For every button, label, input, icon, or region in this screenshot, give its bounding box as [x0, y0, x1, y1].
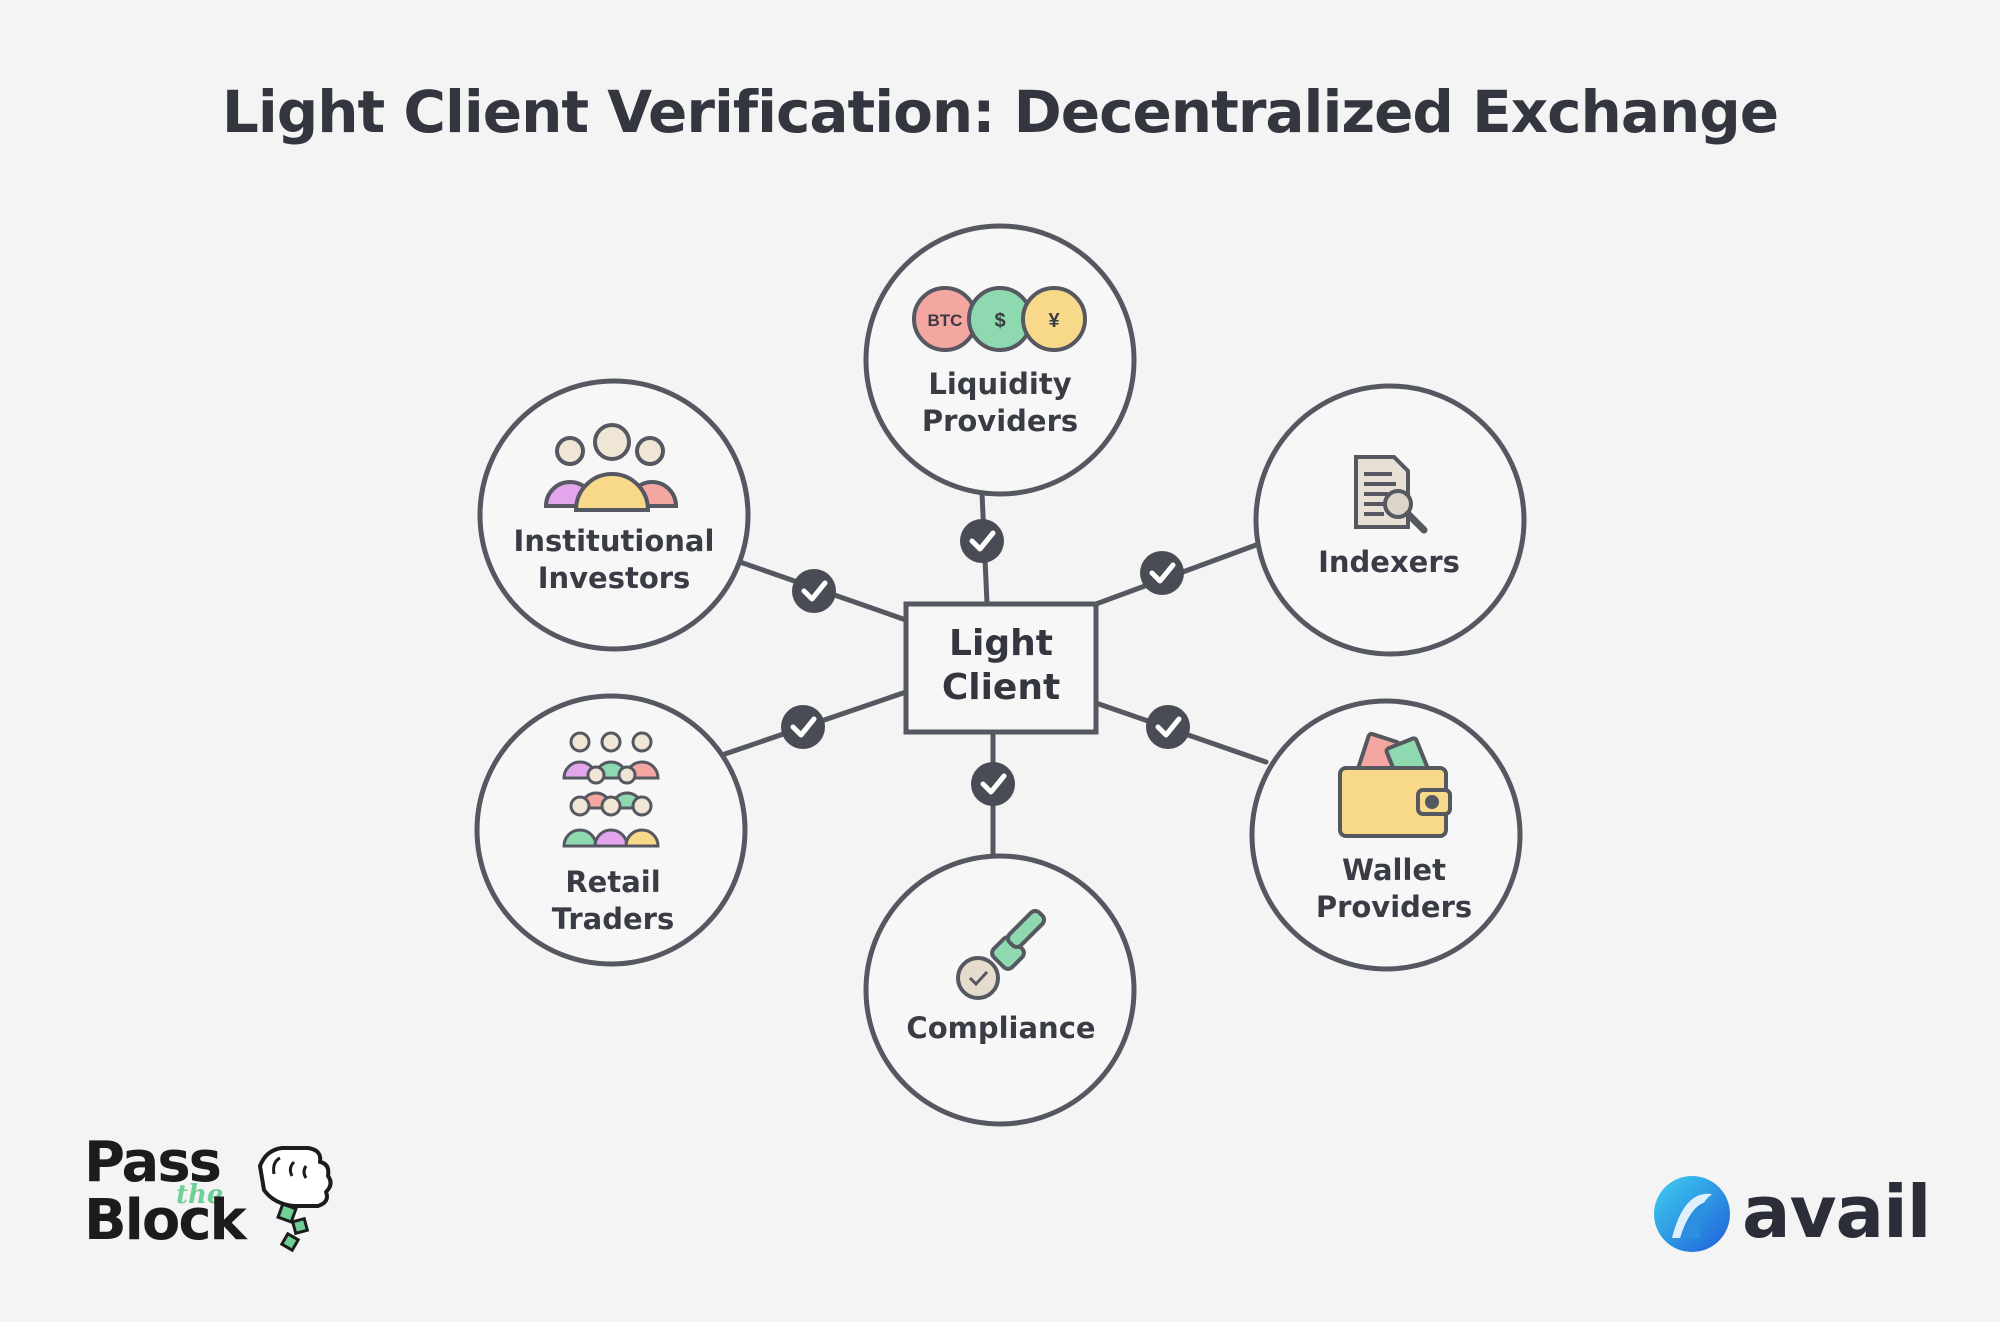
node-retail-label: Retail Traders: [498, 864, 728, 938]
institutional-line2: Investors: [537, 561, 691, 595]
check-icon: [781, 705, 825, 749]
hub-line2: Client: [941, 667, 1061, 708]
circle-compliance: [863, 853, 1137, 1127]
check-icon: [792, 569, 836, 613]
coin-btc-label: BTC: [928, 311, 963, 330]
indexers-line1: Indexers: [1318, 545, 1460, 579]
node-indexers-label: Indexers: [1274, 544, 1504, 581]
hub-line1: Light: [949, 623, 1053, 664]
wallet-line1: Wallet: [1342, 853, 1446, 887]
check-badges: [781, 519, 1190, 806]
node-institutional-label: Institutional Investors: [499, 523, 729, 597]
node-liquidity-label: Liquidity Providers: [885, 366, 1115, 440]
institutional-line1: Institutional: [513, 524, 715, 558]
coins-icon: [912, 286, 1087, 352]
document-search-icon: [1354, 455, 1428, 534]
check-icon: [971, 762, 1015, 806]
light-client-box: [903, 601, 1099, 735]
compliance-line1: Compliance: [906, 1011, 1096, 1045]
diagram-title: Light Client Verification: Decentralized…: [221, 78, 1779, 146]
logo-word-the: the: [176, 1180, 224, 1210]
wallet-icon: [1338, 731, 1452, 838]
liquidity-line1: Liquidity: [928, 367, 1072, 401]
check-icon: [1146, 705, 1190, 749]
hand-dice-icon: [258, 1146, 333, 1253]
investors-group-icon: [543, 423, 679, 512]
coin-yen-label: ¥: [1048, 310, 1060, 332]
stamp-icon: [956, 908, 1047, 1000]
logo-word-block: Block: [84, 1188, 247, 1253]
coin-yen: [1021, 286, 1087, 352]
avail-wordmark: avail: [1742, 1170, 1931, 1254]
retail-line2: Traders: [551, 902, 675, 936]
wallet-line2: Providers: [1315, 890, 1473, 924]
node-compliance-label: Compliance: [886, 1010, 1116, 1047]
crowd-icon: [562, 731, 660, 848]
logo-word-pass: Pass: [84, 1130, 222, 1195]
avail-mark-icon: [1654, 1176, 1730, 1252]
circle-liquidity: [863, 223, 1137, 497]
avail-logo: avail: [1650, 1166, 1931, 1262]
circle-institutional: [477, 378, 751, 652]
coin-dollar-label: $: [994, 310, 1005, 332]
node-wallet-label: Wallet Providers: [1279, 852, 1509, 926]
check-icon: [960, 519, 1004, 563]
light-client-label: Light Client: [906, 602, 1096, 730]
liquidity-line2: Providers: [921, 404, 1079, 438]
pass-the-block-logo: Pass the Block: [84, 1130, 344, 1262]
check-icon: [1140, 551, 1184, 595]
retail-line1: Retail: [565, 865, 661, 899]
